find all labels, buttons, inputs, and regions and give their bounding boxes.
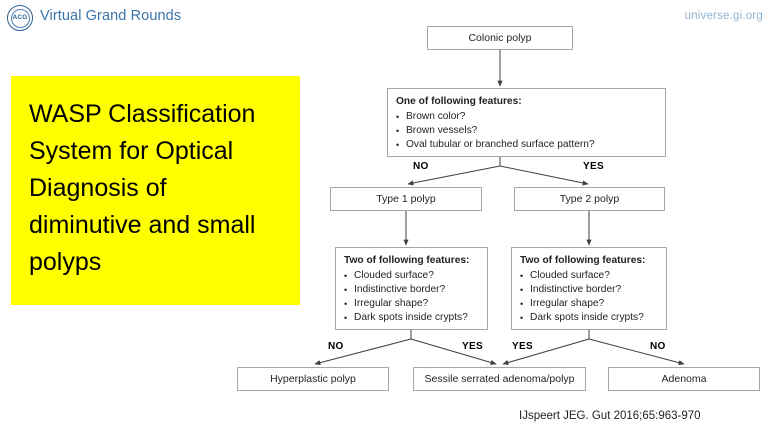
page-title-line: Diagnosis of [29,174,167,202]
site-url-text: universe.gi.org [684,10,763,22]
title-callout: WASP Classification System for Optical D… [11,76,300,305]
page-title-line: polyps [29,248,102,276]
page-title-line: System for Optical [29,137,234,165]
acg-logo-label: ACG [12,13,28,21]
slide-header: ACG Virtual Grand Rounds universe.gi.org [0,0,769,36]
acg-logo-icon: ACG [7,5,33,31]
citation-text: IJspeert JEG. Gut 2016;65:963-970 [519,410,701,422]
page-title-line: diminutive and small [29,211,256,239]
acg-logo-seal-ring: ACG [10,8,30,28]
brand-title: Virtual Grand Rounds [40,8,182,24]
page-title-line: WASP Classification [29,100,256,128]
